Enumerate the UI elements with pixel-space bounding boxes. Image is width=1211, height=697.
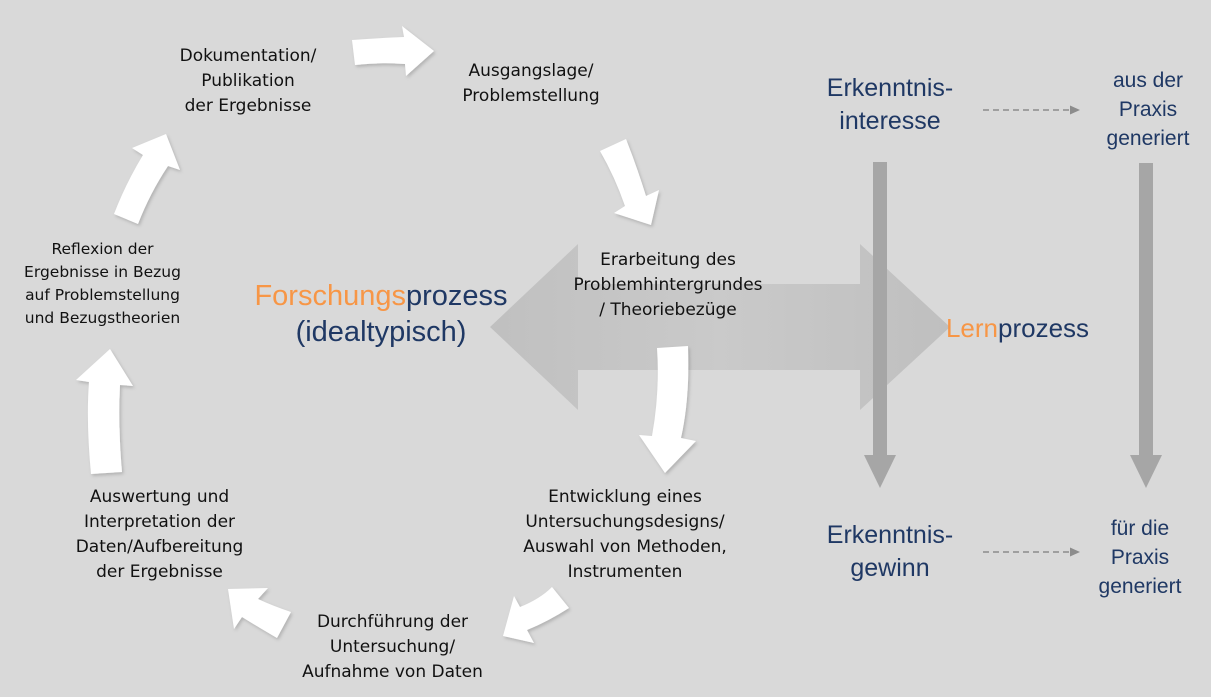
vertical-arrow-praxis: [1130, 163, 1162, 488]
prozess-word: prozess: [405, 280, 508, 312]
erkenntnisgewinn-label: Erkenntnis- gewinn: [826, 521, 954, 582]
step-auswertung: Auswertung und Interpretation der Daten/…: [75, 487, 244, 582]
dashed-arrow-top: [983, 105, 1080, 115]
step-ausgangslage: Ausgangslage/ Problemstellung: [462, 61, 600, 106]
praxis-top-label: aus der Praxis generiert: [1106, 69, 1190, 150]
vertical-arrow-erkenntnis: [864, 162, 896, 488]
dashed-arrow-bottom: [983, 547, 1080, 557]
step-dokumentation: Dokumentation/ Publikation der Ergebniss…: [179, 46, 317, 116]
lernprozess-title: Lernprozess: [930, 311, 1105, 345]
step-reflexion: Reflexion der Ergebnisse in Bezug auf Pr…: [24, 240, 181, 327]
step-erarbeitung: Erarbeitung des Problemhintergrundes / T…: [573, 250, 763, 320]
double-arrow: [490, 244, 950, 410]
cycle-arrow-upper-right: [600, 139, 659, 225]
cycle-arrow-right: [639, 346, 696, 473]
cycle-arrow-upper-left: [114, 134, 180, 224]
lern-word: Lern: [945, 313, 998, 343]
idealtypisch-label: (idealtypisch): [295, 316, 467, 348]
forschungs-word: Forschungs: [254, 280, 406, 312]
erkenntnisinteresse-label: Erkenntnis- interesse: [826, 74, 954, 135]
cycle-arrow-lower-left: [228, 588, 291, 638]
step-durchfuehrung: Durchführung der Untersuchung/ Aufnahme …: [302, 612, 483, 682]
step-entwicklung: Entwicklung eines Untersuchungsdesigns/ …: [523, 487, 727, 582]
cycle-arrow-lower-right: [503, 587, 569, 643]
lern-prozess-word: prozess: [998, 313, 1090, 343]
forschungsprozess-title: Forschungsprozess (idealtypisch): [226, 278, 536, 350]
cycle-arrow-top: [352, 26, 434, 76]
cycle-arrow-left: [76, 349, 133, 474]
praxis-bottom-label: für die Praxis generiert: [1098, 517, 1182, 598]
